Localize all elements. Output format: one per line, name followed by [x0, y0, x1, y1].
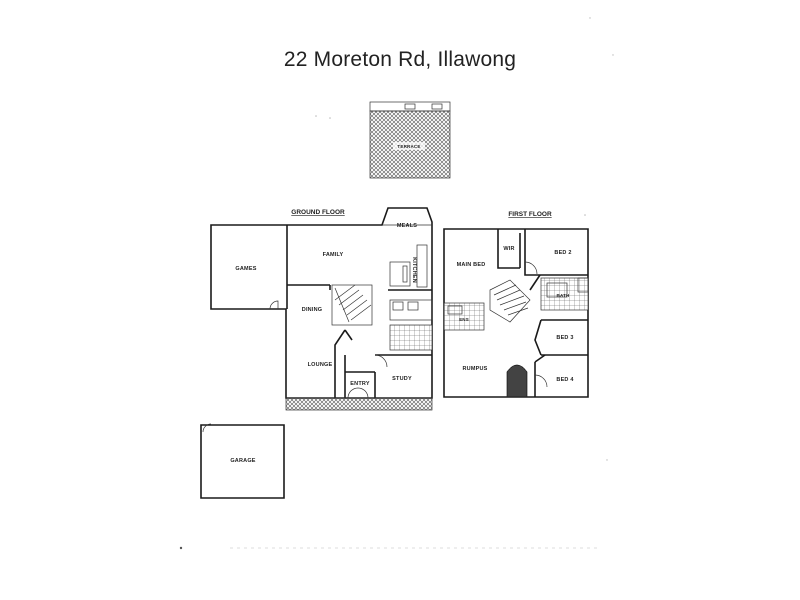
room-bath: BATH — [557, 293, 570, 298]
room-garage: GARAGE — [230, 458, 255, 464]
room-entry: ENTRY — [350, 381, 370, 387]
room-bed2: BED 2 — [554, 250, 571, 256]
ground-floor-plan: GROUND FLOOR M — [210, 207, 433, 411]
terrace-label: TERRACE — [397, 144, 420, 149]
scan-noise — [179, 17, 614, 550]
page-title: 22 Moreton Rd, Illawong — [283, 48, 517, 71]
room-bed3: BED 3 — [556, 335, 573, 341]
terrace-rail — [369, 101, 451, 112]
terrace: TERRACE — [369, 101, 451, 179]
room-meals: MEALS — [397, 223, 417, 229]
room-wir: WIR — [503, 246, 514, 252]
room-games: GAMES — [235, 266, 256, 272]
garage-wall — [200, 424, 285, 499]
ground-floor-heading: GROUND FLOOR — [291, 209, 345, 216]
room-dining: DINING — [302, 307, 322, 313]
first-floor-outer-wall — [443, 228, 589, 398]
first-floor-heading: FIRST FLOOR — [508, 211, 552, 218]
room-study: STUDY — [392, 376, 412, 382]
room-ens: ENS — [459, 317, 469, 322]
first-floor-plan: FIRST FLOOR WIR MAIN BED BED 2 BATH — [443, 211, 589, 398]
room-main-bed: MAIN BED — [457, 262, 486, 268]
room-rumpus: RUMPUS — [462, 366, 487, 372]
room-kitchen: KITCHEN — [411, 257, 417, 283]
first-floor-feature — [506, 364, 528, 398]
ground-floor-path — [285, 397, 433, 411]
room-lounge: LOUNGE — [308, 362, 333, 368]
room-bed4: BED 4 — [556, 377, 574, 383]
room-family: FAMILY — [323, 252, 344, 258]
ground-floor-outer-wall — [210, 207, 433, 399]
garage-plan: GARAGE — [200, 423, 285, 499]
